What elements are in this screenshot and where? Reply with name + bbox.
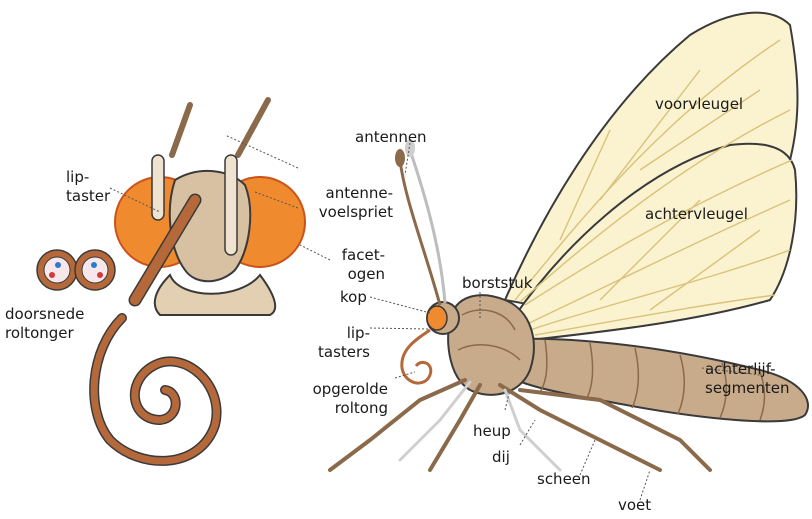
label-lip-tasters-line2: tasters — [310, 343, 370, 362]
cross-section-icon — [37, 250, 115, 290]
label-scheen: scheen — [537, 470, 591, 489]
label-voet: voet — [618, 496, 651, 515]
label-voet-text: voet — [618, 496, 651, 515]
label-doorsnede: doorsnede roltonger — [5, 305, 84, 343]
label-lip-taster-line2: taster — [66, 187, 110, 206]
label-opgerolde-roltong: opgerolde roltong — [288, 380, 388, 418]
label-achterlijf-segmenten: achterlijf- segmenten — [705, 360, 790, 398]
label-facet-line2: ogen — [320, 265, 385, 284]
label-doorsnede-line1: doorsnede — [5, 305, 84, 324]
label-lip-tasters: lip- tasters — [310, 324, 370, 362]
label-dij-text: dij — [492, 448, 510, 467]
label-heup: heup — [473, 422, 511, 441]
label-voorvleugel: voorvleugel — [655, 95, 743, 114]
label-kop: kop — [340, 288, 367, 307]
label-achterlijf-line1: achterlijf- — [705, 360, 790, 379]
label-opgerolde-line1: opgerolde — [288, 380, 388, 399]
label-facet-ogen: facet- ogen — [320, 246, 385, 284]
label-borststuk: borststuk — [462, 274, 532, 293]
label-voorvleugel-text: voorvleugel — [655, 95, 743, 114]
label-scheen-text: scheen — [537, 470, 591, 489]
label-borststuk-text: borststuk — [462, 274, 532, 293]
label-opgerolde-line2: roltong — [288, 399, 388, 418]
label-achterlijf-line2: segmenten — [705, 379, 790, 398]
label-doorsnede-line2: roltonger — [5, 324, 84, 343]
label-lip-taster-line1: lip- — [66, 168, 110, 187]
label-achtervleugel: achtervleugel — [645, 205, 748, 224]
label-lip-tasters-line1: lip- — [310, 324, 370, 343]
label-antenne-line1: antenne- — [297, 184, 393, 203]
label-antenne-line2: voelspriet — [297, 203, 393, 222]
head-closeup — [115, 100, 305, 315]
label-lip-taster: lip- taster — [66, 168, 110, 206]
label-antennen: antennen — [355, 128, 427, 147]
label-antenne-voelspriet: antenne- voelspriet — [297, 184, 393, 222]
label-dij: dij — [492, 448, 510, 467]
label-heup-text: heup — [473, 422, 511, 441]
label-facet-line1: facet- — [320, 246, 385, 265]
compound-eye — [427, 306, 447, 330]
label-achtervleugel-text: achtervleugel — [645, 205, 748, 224]
coiled-proboscis — [402, 330, 431, 383]
label-kop-text: kop — [340, 288, 367, 307]
label-antennen-text: antennen — [355, 128, 427, 147]
